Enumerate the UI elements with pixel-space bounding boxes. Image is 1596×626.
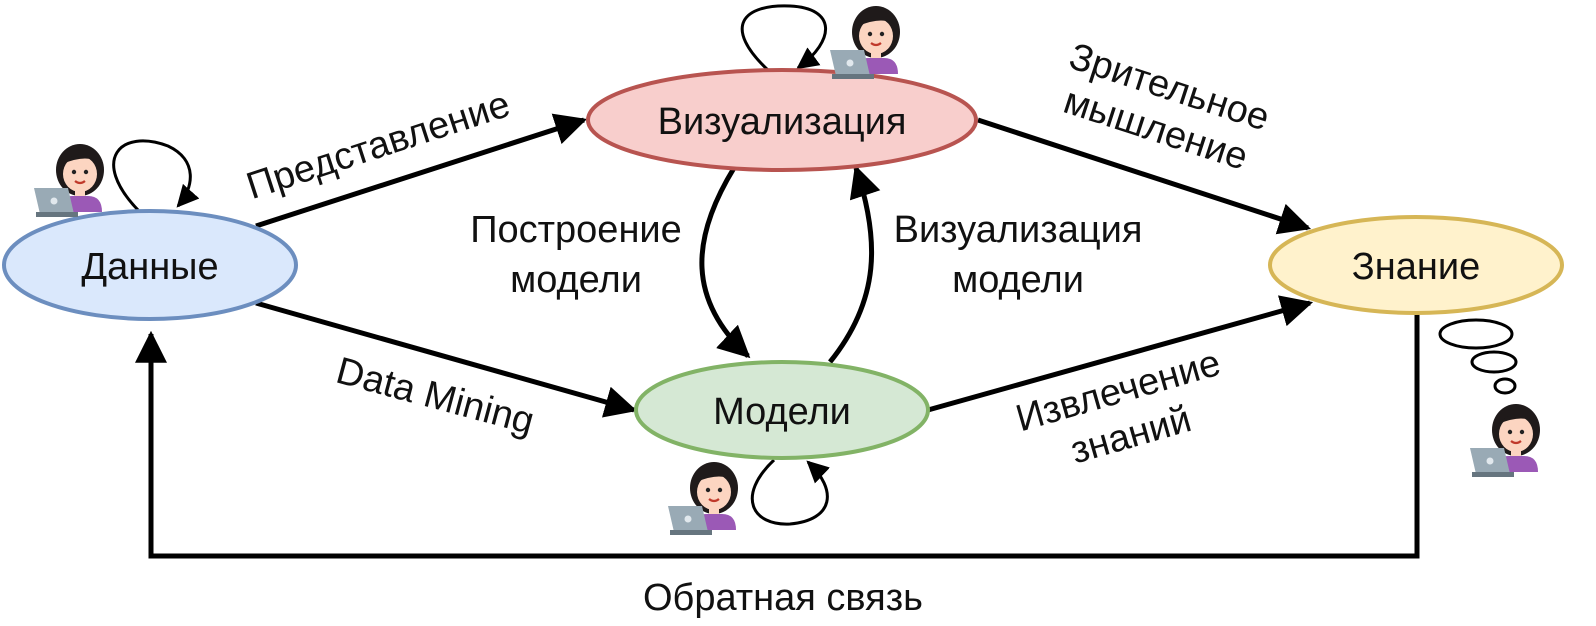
person-with-laptop-icon (666, 460, 740, 537)
representation-label: Представление (242, 83, 516, 208)
person-with-laptop-icon (1468, 402, 1542, 479)
data-mining-label: Data Mining (332, 350, 539, 443)
node-visualization-label: Визуализация (658, 101, 907, 143)
data-self-loop-icon (112, 139, 200, 212)
node-visualization: Визуализация (586, 68, 978, 172)
visualization-self-loop-icon (740, 4, 827, 74)
thought-bubble-icon (1438, 318, 1518, 395)
node-models: Модели (634, 360, 930, 460)
feedback-label: Обратная связь (643, 577, 923, 619)
model-visualization-label-line2: модели (952, 259, 1084, 301)
model-building-label-line2: модели (510, 259, 642, 301)
representation-arrow (255, 113, 588, 229)
node-knowledge: Знание (1268, 215, 1564, 315)
models-self-loop-icon (750, 458, 830, 526)
visual-thinking-arrow (977, 117, 1312, 235)
node-knowledge-label: Знание (1352, 246, 1480, 288)
model-building-label-line1: Построение (470, 209, 682, 251)
person-with-laptop-icon (828, 4, 902, 81)
feedback-arrow (135, 314, 1420, 559)
model-building-arrow (699, 166, 751, 359)
model-visualization-arrow (828, 164, 881, 364)
node-data-label: Данные (81, 246, 218, 288)
model-visualization-label-line1: Визуализация (894, 209, 1143, 251)
knowledge-extraction-arrow (927, 295, 1314, 413)
person-with-laptop-icon (32, 142, 106, 219)
node-data: Данные (2, 209, 298, 321)
data-mining-arrow (255, 300, 638, 418)
node-models-label: Модели (713, 391, 851, 433)
